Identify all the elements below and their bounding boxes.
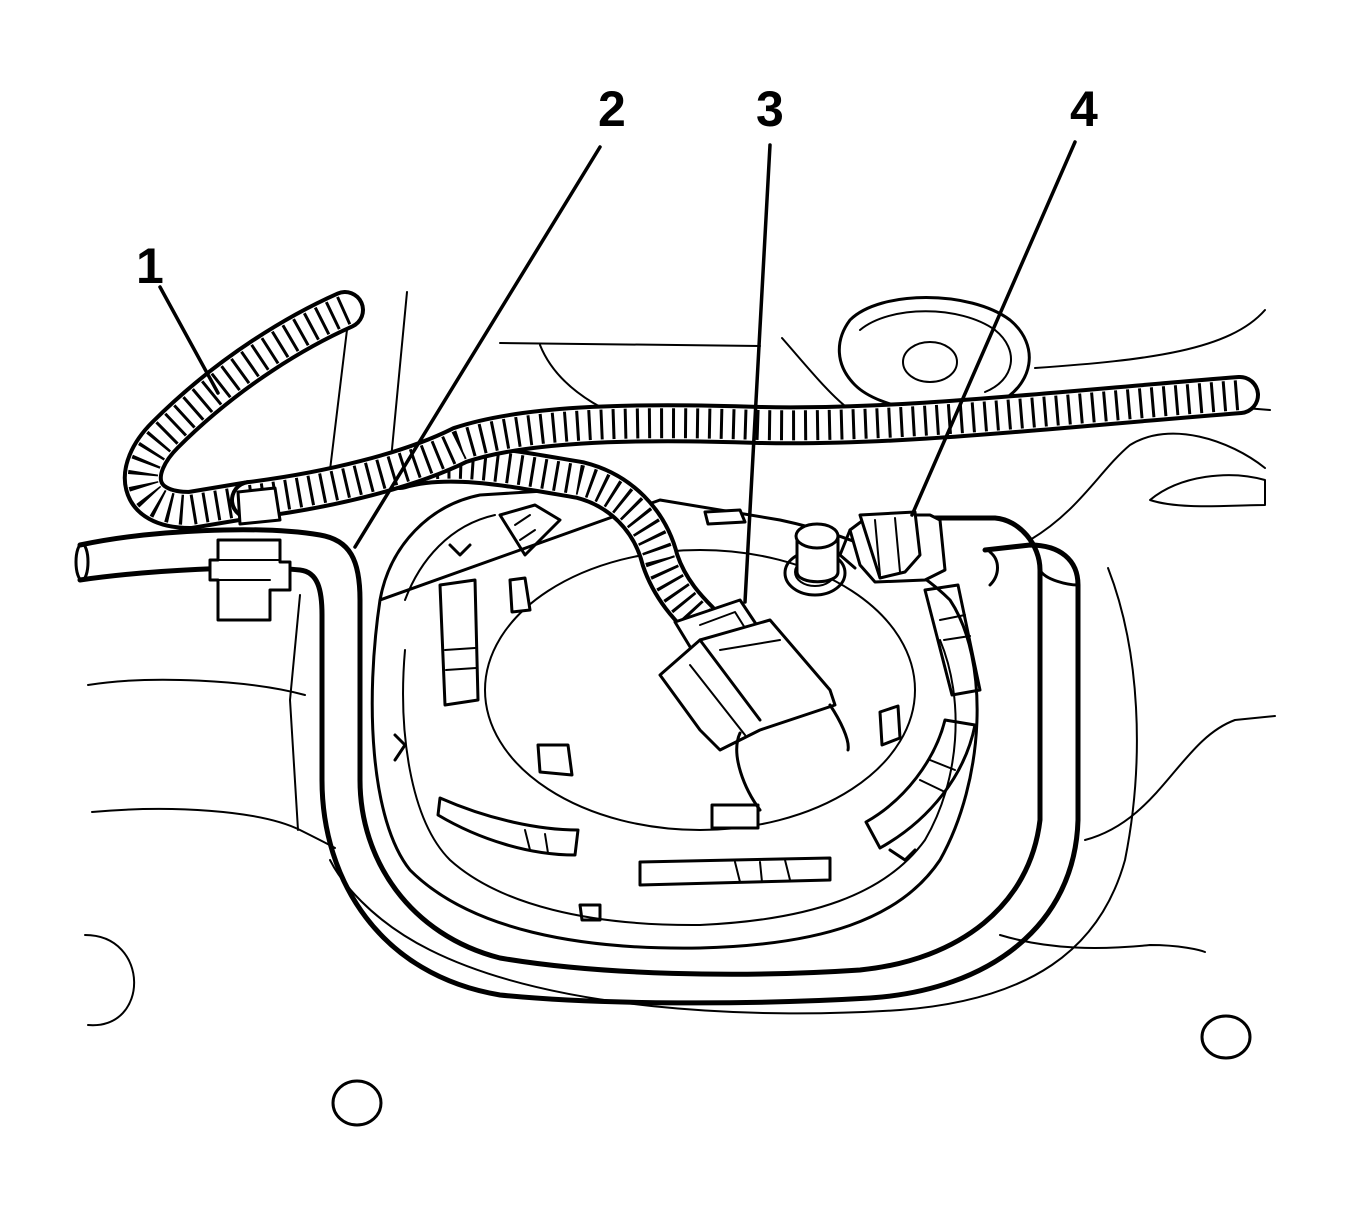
callout-label-3: 3 [756, 81, 784, 137]
fuel-feed-line [74, 515, 1081, 1006]
leader-line-4 [910, 140, 1077, 517]
callout-label-2: 2 [598, 81, 626, 137]
wiring-harness-conduit [122, 290, 1260, 640]
screw-hole [1200, 1014, 1252, 1060]
leader-line-2 [353, 145, 602, 549]
fuel-line-quick-connector [838, 510, 947, 584]
leader-line-1 [158, 285, 220, 395]
screw-holes [331, 1014, 1252, 1127]
callout-label-4: 4 [1070, 81, 1098, 137]
vent-port [783, 522, 847, 597]
leader-lines [158, 140, 1077, 604]
line-retaining-clip [208, 538, 292, 622]
electrical-connector [658, 598, 850, 812]
leader-line-3 [743, 143, 772, 604]
pump-module-flange [370, 488, 982, 950]
screw-hole [331, 1079, 383, 1127]
callout-label-1: 1 [136, 238, 164, 294]
